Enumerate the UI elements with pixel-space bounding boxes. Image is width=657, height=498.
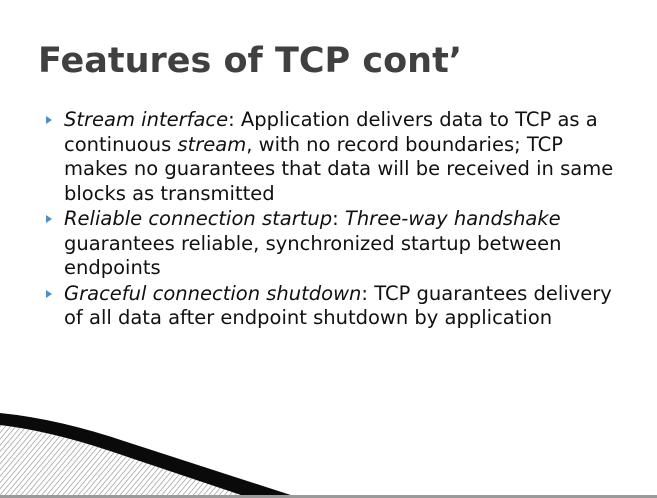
decorative-swoosh bbox=[0, 413, 657, 498]
slide-title: Features of TCP cont’ bbox=[38, 41, 463, 81]
bullet-term: Reliable connection startup bbox=[64, 207, 333, 230]
bullet-text: : bbox=[332, 207, 345, 230]
bullet-emphasis: stream bbox=[177, 132, 247, 156]
blue-triangle-bullet-icon bbox=[46, 215, 52, 223]
bullet-text: guarantees reliable, synchronized startu… bbox=[64, 231, 562, 280]
bullet-item-stream-interface: Stream interface: Application delivers d… bbox=[44, 108, 614, 206]
blue-triangle-bullet-icon bbox=[46, 289, 52, 298]
bullet-text: : Application delivers data to TCP as a … bbox=[64, 108, 598, 156]
bullet-text: , with no record boundaries; TCP makes n… bbox=[64, 132, 614, 205]
bullet-term: Graceful connection shutdown bbox=[64, 281, 362, 305]
bullet-emphasis: Three-way handshake bbox=[344, 207, 561, 230]
bullet-list: Stream interface: Application delivers d… bbox=[44, 108, 614, 332]
bullet-text: : TCP guarantees delivery of all data af… bbox=[64, 281, 612, 330]
dark-swoosh bbox=[0, 413, 300, 498]
bullet-term: Stream interface bbox=[64, 108, 229, 131]
bullet-item-graceful-shutdown: Graceful connection shutdown: TCP guaran… bbox=[44, 282, 614, 331]
bottom-rule bbox=[0, 495, 657, 498]
blue-triangle-bullet-icon bbox=[46, 116, 52, 124]
bullet-item-reliable-startup: Reliable connection startup: Three-way h… bbox=[44, 207, 614, 281]
